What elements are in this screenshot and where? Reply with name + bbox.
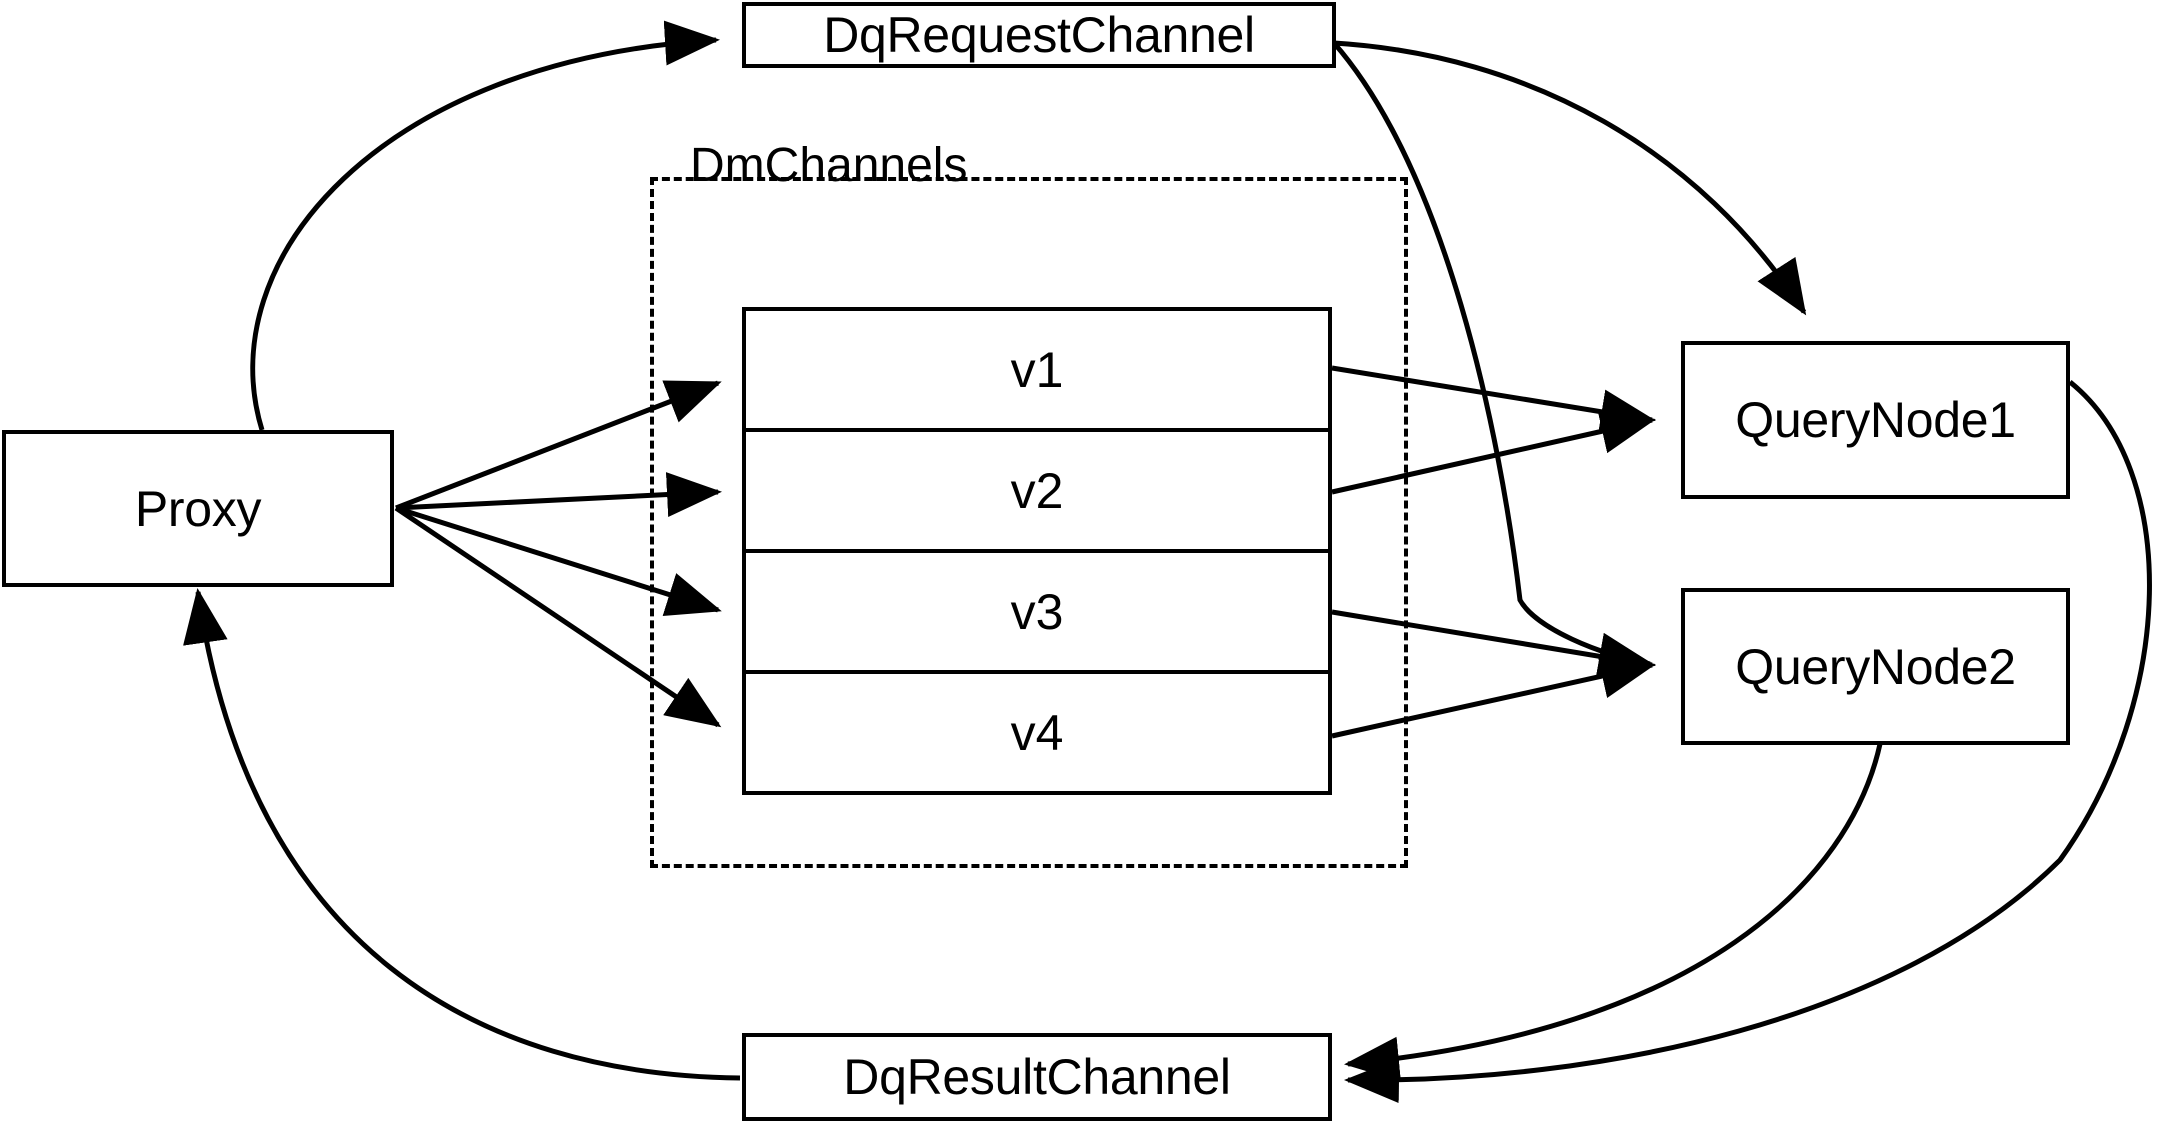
node-proxy-label: Proxy — [134, 480, 262, 537]
edge-dqresultchannel-to-proxy — [183, 588, 741, 1081]
vchannel-row-v2[interactable]: v2 — [746, 432, 1328, 553]
node-query-node-1[interactable]: QueryNode1 — [1681, 341, 2070, 499]
vchannel-row-v3[interactable]: v3 — [746, 553, 1328, 674]
group-dm-channels-title: DmChannels — [690, 139, 968, 192]
node-dq-request-channel-label: DqRequestChannel — [823, 7, 1255, 63]
edge-querynode1-to-dqresultchannel — [1344, 380, 2152, 1104]
edge-proxy-to-v4 — [394, 505, 722, 728]
edge-dqrequestchannel-to-querynode1 — [1333, 40, 1807, 316]
vchannel-label-v4: v4 — [1010, 704, 1064, 761]
edge-dqrequestchannel-to-querynode2 — [1332, 41, 1654, 678]
vchannel-row-v1[interactable]: v1 — [746, 311, 1328, 432]
node-proxy[interactable]: Proxy — [2, 430, 394, 587]
vchannel-label-v2: v2 — [1010, 462, 1064, 519]
node-dq-result-channel[interactable]: DqResultChannel — [742, 1033, 1332, 1121]
edge-querynode2-to-dqresultchannel — [1344, 743, 1883, 1082]
vchannel-table: v1 v2 v3 v4 — [742, 307, 1332, 795]
node-dq-request-channel[interactable]: DqRequestChannel — [742, 2, 1336, 68]
node-query-node-2[interactable]: QueryNode2 — [1681, 588, 2070, 745]
edge-v4-to-querynode2 — [1331, 654, 1656, 739]
edge-proxy-to-v2 — [395, 472, 722, 518]
vchannel-label-v1: v1 — [1010, 341, 1064, 398]
node-dq-result-channel-label: DqResultChannel — [843, 1049, 1231, 1105]
edge-proxy-to-dqrequestchannel — [250, 20, 720, 431]
vchannel-label-v3: v3 — [1010, 583, 1064, 640]
group-dm-channels — [650, 177, 1408, 868]
node-query-node-1-label: QueryNode1 — [1735, 392, 2016, 448]
edge-proxy-to-v3 — [395, 505, 722, 617]
node-query-node-2-label: QueryNode2 — [1735, 638, 2016, 695]
edge-v2-to-querynode1 — [1331, 409, 1656, 495]
vchannel-row-v4[interactable]: v4 — [746, 674, 1328, 791]
edge-proxy-to-v1 — [395, 380, 722, 511]
